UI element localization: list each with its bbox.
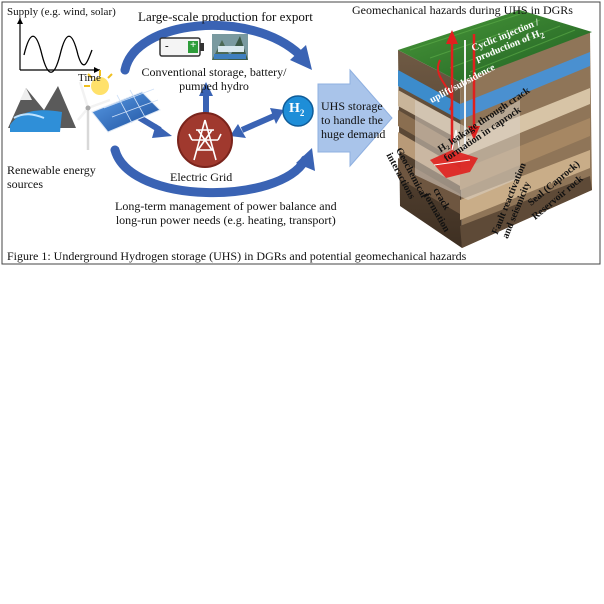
pumped-hydro-icon (212, 34, 248, 60)
battery-plus: + (190, 39, 197, 51)
renewable-sources-icon (8, 70, 161, 150)
storage-label-line2: pumped hydro (179, 78, 249, 93)
figure-border (1, 1, 601, 265)
uhs-label-line2: to handle the (321, 112, 383, 127)
h2-symbol: H (289, 101, 300, 116)
hydrogen-icon (282, 95, 314, 127)
grass-surface (398, 10, 592, 82)
battery-minus: - (165, 40, 169, 52)
battery-icon (159, 37, 204, 57)
geology-block (398, 10, 592, 248)
renewables-label-line2: sources (7, 176, 43, 191)
uhs-big-arrow (317, 68, 393, 168)
hazards-title: Geomechanical hazards during UHS in DGRs (352, 3, 573, 17)
supply-xlabel: Time (78, 72, 101, 84)
electric-grid-icon (177, 112, 233, 168)
bottom-arc-arrow (110, 145, 310, 198)
uhs-label-line3: huge demand (321, 126, 386, 141)
uhs-label: UHS storage to handle the huge demand (321, 99, 386, 141)
supply-wave (23, 35, 93, 73)
storage-label-line1: Conventional storage, battery/ (141, 65, 287, 79)
supply-ylabel: Supply (e.g. wind, solar) (7, 6, 116, 18)
figure: Supply (e.g. wind, solar) Time Large-sca… (0, 0, 604, 266)
bottom-arc-label: Long-term management of power balance an… (115, 199, 337, 228)
h2-label: H2 (289, 101, 304, 118)
figure-caption: Figure 1: Underground Hydrogen storage (… (7, 249, 467, 263)
bottom-arc-line1: Long-term management of power balance an… (115, 199, 337, 213)
h2-subscript: 2 (299, 107, 305, 118)
renewables-label: Renewable energy sources (7, 163, 96, 192)
top-arc-arrow (120, 20, 305, 75)
top-arc-label: Large-scale production for export (138, 9, 313, 24)
storage-label: Conventional storage, battery/ pumped hy… (141, 65, 287, 94)
grid-label: Electric Grid (170, 170, 233, 184)
bottom-arc-line2: long-run power needs (e.g. heating, tran… (115, 212, 336, 227)
supply-plot (17, 18, 100, 73)
figure-graphics (1, 1, 601, 265)
uhs-label-line1: UHS storage (321, 99, 383, 113)
renewables-label-line1: Renewable energy (7, 163, 96, 177)
